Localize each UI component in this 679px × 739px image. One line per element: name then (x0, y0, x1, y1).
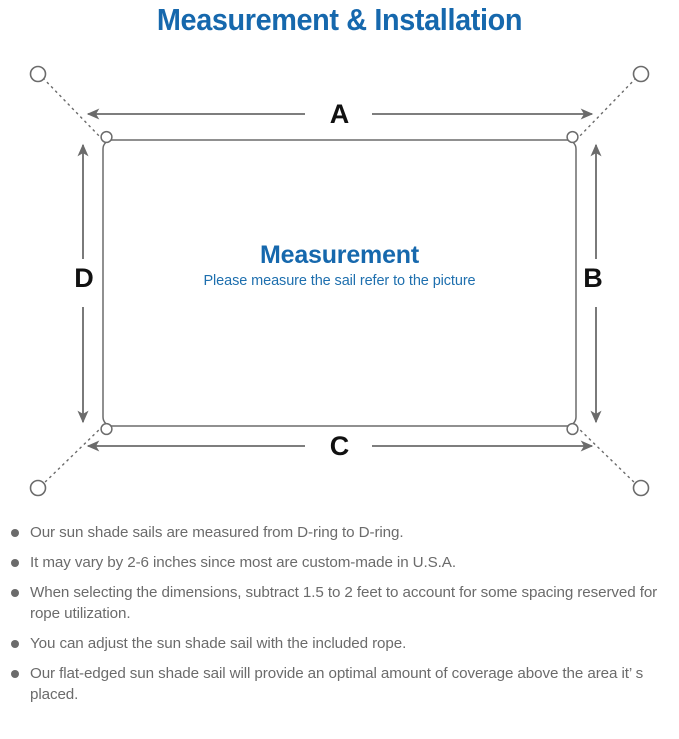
anchor-point-top-right (632, 65, 650, 83)
anchor-points (29, 65, 650, 497)
dimension-label-d: D (74, 263, 94, 293)
rope-line-top-right (575, 75, 639, 141)
rope-lines (40, 75, 639, 487)
bullet-icon (11, 559, 19, 567)
bullet-icon (11, 640, 19, 648)
note-text: It may vary by 2-6 inches since most are… (30, 554, 456, 571)
d-ring-top-left (100, 130, 113, 144)
list-item: You can adjust the sun shade sail with t… (0, 633, 679, 654)
d-ring-bottom-right (566, 422, 579, 436)
page-title: Measurement & Installation (156, 2, 523, 37)
note-text: When selecting the dimensions, subtract … (30, 584, 658, 622)
note-text: Our sun shade sails are measured from D-… (30, 524, 404, 541)
dimension-label-c: C (329, 431, 350, 461)
rope-line-bottom-left (40, 425, 104, 487)
note-text: Our flat-edged sun shade sail will provi… (30, 665, 644, 703)
note-text: You can adjust the sun shade sail with t… (30, 635, 407, 652)
bullet-icon (11, 529, 19, 537)
bullet-icon (11, 670, 19, 678)
anchor-point-bottom-right (632, 479, 650, 497)
list-item: It may vary by 2-6 inches since most are… (0, 552, 679, 573)
anchor-point-bottom-left (29, 479, 47, 497)
anchor-point-top-left (29, 65, 47, 83)
d-ring-bottom-left (100, 422, 113, 436)
sail-diagram-svg (29, 65, 650, 497)
dimension-label-a: A (329, 99, 350, 129)
list-item: Our sun shade sails are measured from D-… (0, 522, 679, 543)
d-rings (100, 130, 579, 436)
rope-line-top-left (40, 75, 104, 141)
d-ring-top-right (566, 130, 579, 144)
notes-list: Our sun shade sails are measured from D-… (0, 522, 679, 739)
list-item: Our flat-edged sun shade sail will provi… (0, 663, 679, 705)
dimension-label-b: B (583, 263, 603, 293)
list-item: When selecting the dimensions, subtract … (0, 582, 679, 624)
measurement-diagram: A B C D Measurement Please measure the s… (0, 44, 679, 522)
sail-rectangle (102, 139, 577, 427)
rope-line-bottom-right (575, 425, 639, 487)
bullet-icon (11, 589, 19, 597)
